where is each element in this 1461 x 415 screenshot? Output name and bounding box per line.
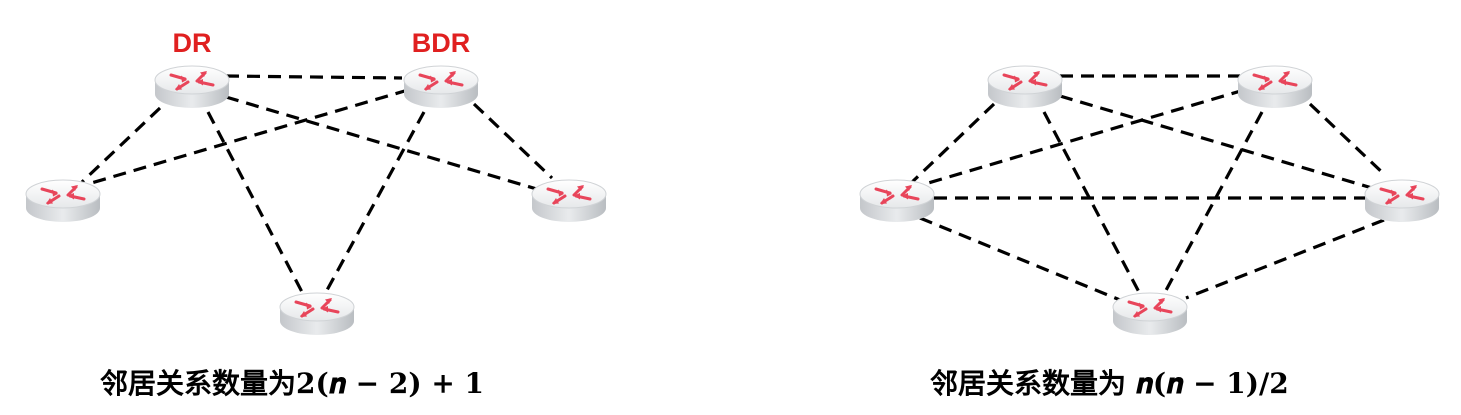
link-b-c	[917, 88, 1245, 188]
link-bdr-left	[87, 88, 409, 186]
router-icon	[858, 178, 936, 224]
link-bdr-right	[472, 102, 554, 180]
link-bdr-bottom	[324, 111, 426, 293]
right-caption-prefix: 邻居关系数量为	[930, 367, 1136, 400]
right-caption: 邻居关系数量为 𝒏(𝒏 − 1)/2	[930, 362, 1289, 402]
left-caption-formula: 2(𝒏 − 2) + 1	[296, 367, 485, 400]
link-dr-right	[225, 95, 541, 192]
link-a-c	[908, 102, 996, 186]
left-caption-prefix: 邻居关系数量为	[100, 367, 297, 400]
link-b-e	[1162, 111, 1264, 295]
link-dr-bdr	[225, 74, 403, 80]
link-dr-bottom	[206, 111, 304, 293]
router-icon	[278, 291, 356, 337]
router-icon	[153, 64, 231, 110]
link-a-e	[1042, 111, 1142, 295]
link-a-d	[1059, 94, 1373, 190]
router-icon	[1236, 64, 1314, 110]
link-d-e	[1185, 218, 1385, 300]
dr-label: DR	[173, 28, 212, 58]
router-icon	[986, 64, 1064, 110]
link-dr-left	[80, 106, 162, 184]
router-icon	[402, 64, 480, 110]
bdr-label: BDR	[412, 28, 471, 58]
left-links	[80, 74, 554, 293]
router-icon	[1363, 178, 1441, 224]
right-caption-formula: 𝒏(𝒏 − 1)/2	[1135, 367, 1289, 400]
link-c-e	[919, 216, 1121, 302]
link-b-d	[1308, 102, 1388, 178]
left-caption: 邻居关系数量为2(𝒏 − 2) + 1	[100, 362, 484, 402]
right-links	[908, 74, 1388, 302]
router-icon	[24, 178, 102, 224]
router-icon	[1111, 291, 1189, 337]
router-icon	[530, 178, 608, 224]
